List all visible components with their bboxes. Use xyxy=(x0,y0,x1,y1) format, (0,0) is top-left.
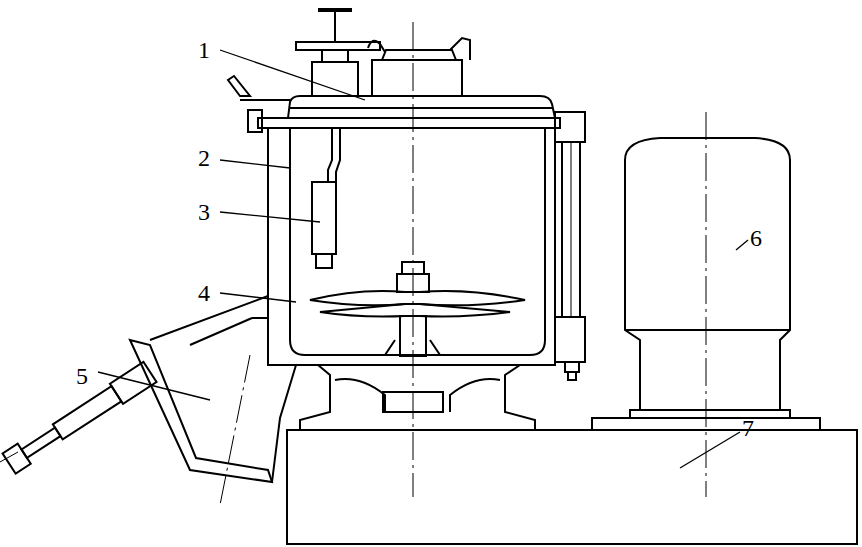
callout-number: 7 xyxy=(742,416,754,440)
callout-number: 3 xyxy=(198,200,210,224)
callout-number: 5 xyxy=(76,364,88,388)
callout-number: 4 xyxy=(198,281,210,305)
callout-number: 2 xyxy=(198,146,210,170)
callout-number: 6 xyxy=(750,226,762,250)
callout-number: 1 xyxy=(198,38,210,62)
